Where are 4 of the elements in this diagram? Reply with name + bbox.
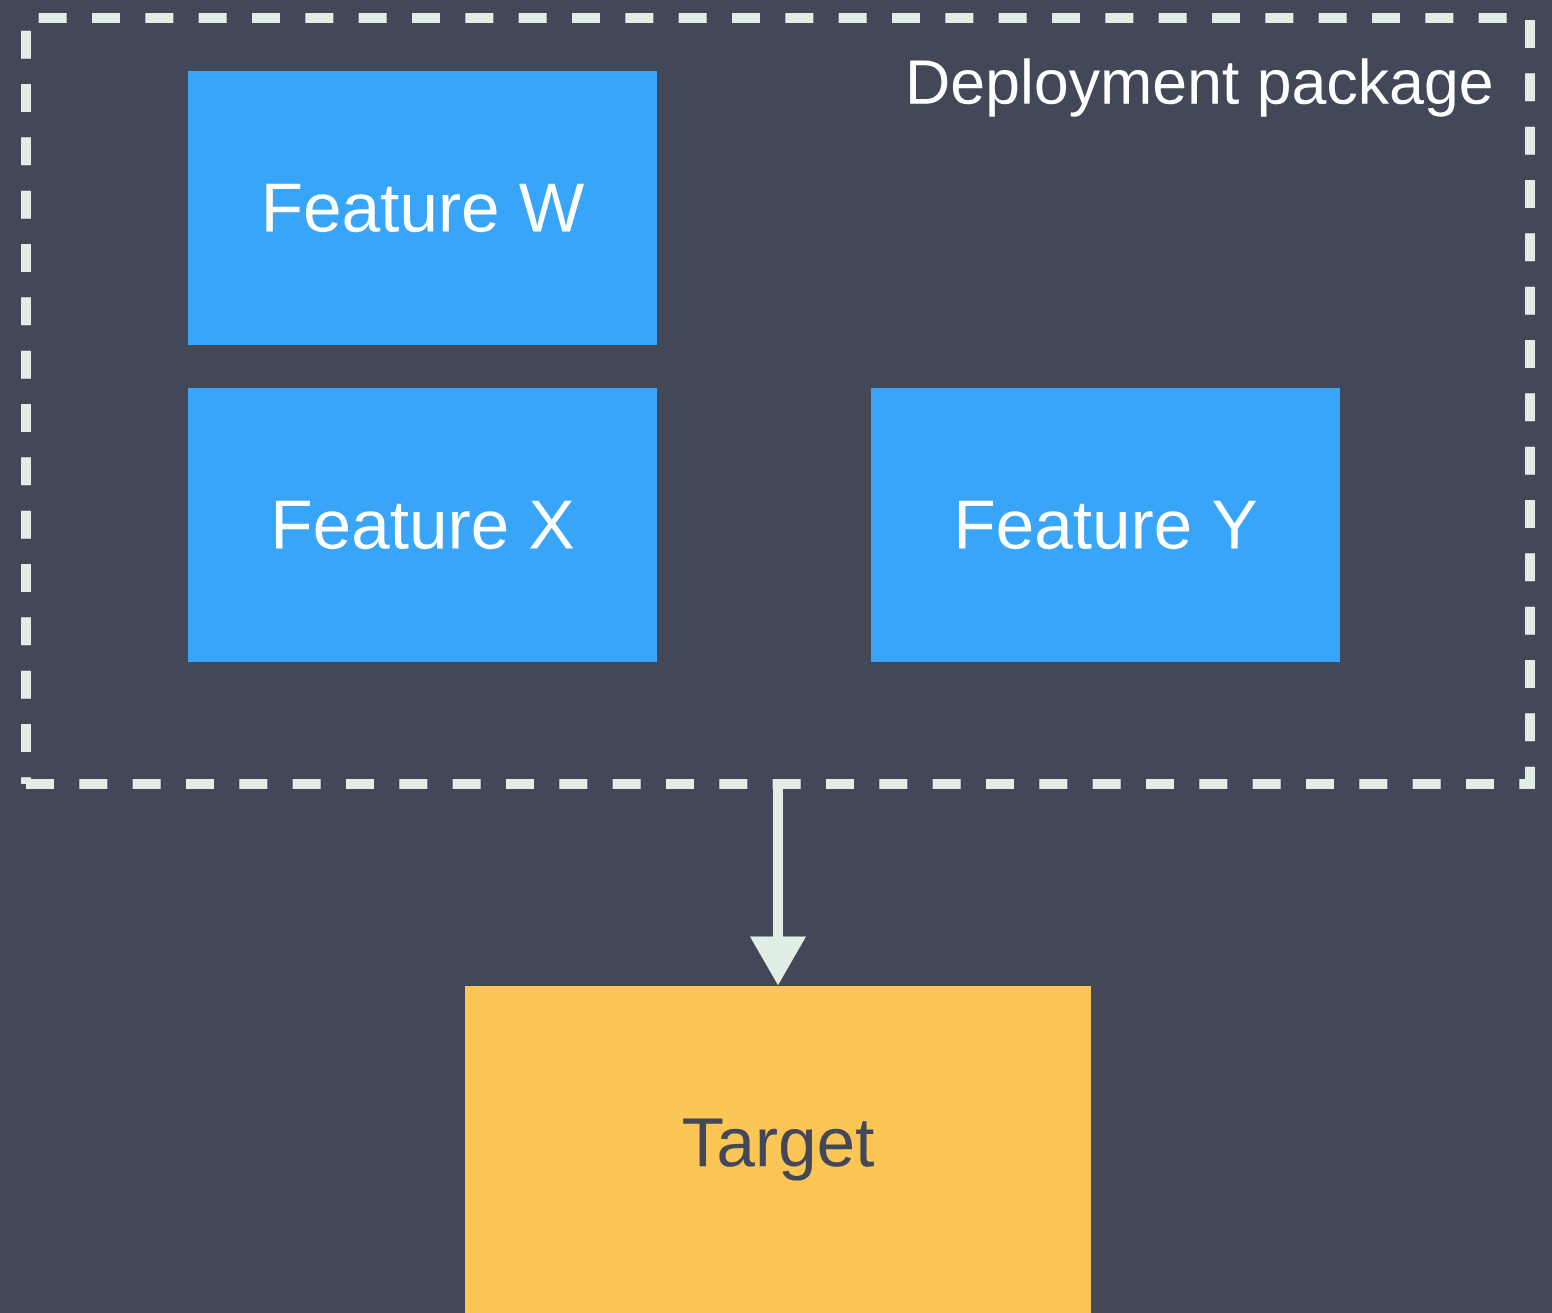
feature-box: Feature Y bbox=[871, 388, 1340, 662]
feature-box: Feature X bbox=[188, 388, 657, 662]
feature-box: Feature W bbox=[188, 71, 657, 345]
target-box: Target bbox=[465, 986, 1091, 1313]
